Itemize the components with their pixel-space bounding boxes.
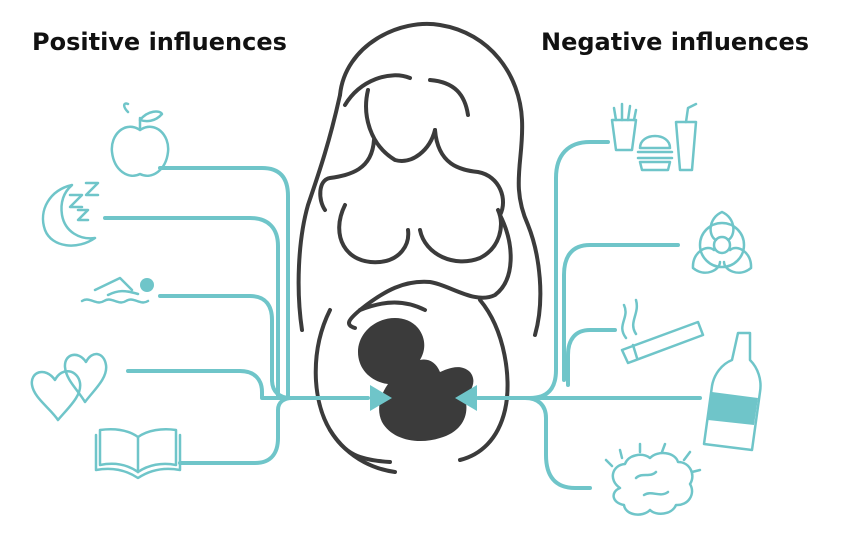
- cigarette-icon: [620, 298, 705, 365]
- hearts-icon: [30, 352, 108, 422]
- stressed-brain-icon: [604, 442, 702, 516]
- hair-left: [296, 93, 342, 332]
- hair-inner-left: [343, 73, 412, 107]
- positive-arrow: [370, 385, 392, 411]
- hair-outline: [338, 21, 543, 337]
- negative-influences-title: Negative influences: [541, 28, 810, 56]
- belly-bottom: [328, 428, 392, 464]
- left-breast: [337, 203, 411, 265]
- positive-influences-title: Positive influences: [32, 28, 287, 56]
- hair-inner-right: [428, 78, 470, 117]
- pregnant-woman-figure: [296, 21, 543, 474]
- sleep-moon-icon: [41, 181, 100, 247]
- wine-bottle-icon: [702, 331, 762, 452]
- face-outline: [364, 88, 437, 163]
- fetus-icon: [358, 318, 474, 442]
- apple-icon: [110, 102, 170, 177]
- hand: [358, 300, 427, 312]
- book-icon: [94, 428, 182, 480]
- belly-right: [458, 298, 510, 462]
- swimmer-icon: [80, 276, 154, 304]
- negative-connectors: [455, 140, 702, 490]
- positive-connectors: [103, 166, 392, 465]
- negative-arrow: [455, 385, 477, 411]
- right-breast: [418, 208, 503, 264]
- left-shoulder: [318, 138, 376, 212]
- fast-food-icon: [610, 102, 698, 172]
- arm: [347, 213, 513, 330]
- biohazard-icon: [691, 210, 753, 274]
- right-shoulder: [433, 128, 505, 217]
